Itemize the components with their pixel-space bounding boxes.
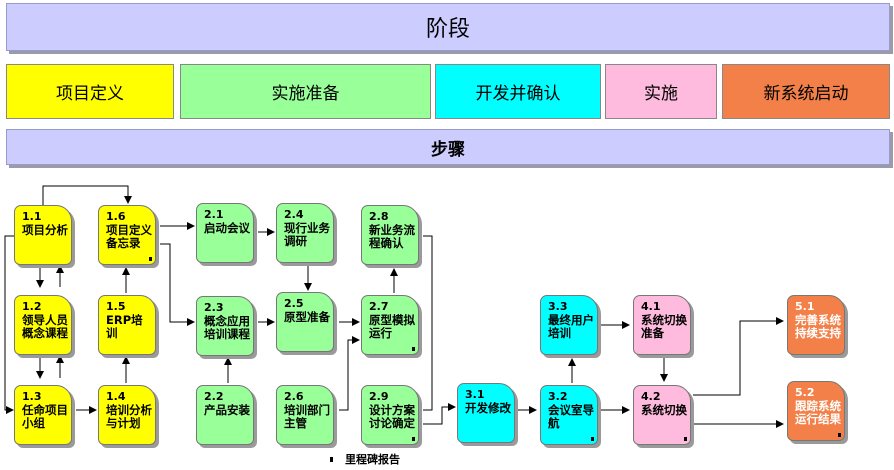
step-label: 领导人员概念课程: [22, 313, 68, 340]
step-number: 1.1: [22, 210, 42, 223]
step-number: 2.3: [204, 301, 224, 314]
step-label: 原型准备: [284, 310, 330, 324]
arrow-2-6-to-2-7: [339, 336, 360, 411]
step-number: 3.2: [548, 390, 568, 403]
milestone-marker-icon: [591, 437, 594, 441]
milestone-marker-icon: [838, 433, 841, 437]
step-number: 2.4: [284, 208, 304, 221]
arrow-2-9-to-3-1: [423, 403, 456, 425]
step-number: 1.6: [106, 210, 126, 223]
phase-header-label: 阶段: [425, 17, 470, 42]
step-label: 概念应用培训课程: [204, 314, 250, 341]
phase-header: 阶段: [6, 3, 890, 51]
step-number: 1.5: [106, 300, 126, 313]
step-number: 4.2: [641, 390, 661, 403]
step-number: 1.3: [22, 390, 42, 403]
step-number: 2.9: [369, 390, 389, 403]
step-label: 培训部门主管: [284, 403, 330, 430]
phase-label: 实施: [644, 84, 678, 104]
step-label: 任命项目小组: [22, 403, 68, 430]
step-label: 项目定义备忘录: [106, 223, 152, 250]
arrow-4-2-to-5-1: [693, 317, 784, 396]
step-number: 2.5: [284, 297, 304, 310]
step-label: 现行业务调研: [284, 221, 330, 248]
legend: 里程碑报告: [330, 451, 400, 467]
phase-label: 项目定义: [56, 84, 124, 104]
step-number: 2.8: [369, 210, 389, 223]
step-number: 2.7: [369, 300, 389, 313]
arrow-1-1-to-1-3: [4, 235, 14, 414]
step-number: 1.4: [106, 390, 126, 403]
step-number: 5.2: [795, 386, 815, 399]
step-label: 系统切换准备: [641, 313, 687, 340]
phase-implementation-prep: 实施准备: [180, 64, 431, 119]
step-label: 原型模拟运行: [369, 313, 415, 340]
milestone-marker-icon: [684, 437, 687, 441]
legend-label: 里程碑报告: [345, 453, 400, 466]
step-number: 5.1: [795, 300, 815, 313]
step-label: 最终用户培训: [548, 313, 594, 340]
step-number: 3.1: [465, 388, 485, 401]
step-number: 4.1: [641, 300, 661, 313]
step-label: 培训分析与计划: [106, 403, 152, 430]
arrow-1-6-to-2-3: [160, 243, 195, 326]
step-label: ERP培训: [106, 313, 143, 340]
step-number: 1.2: [22, 300, 42, 313]
milestone-marker-icon: [412, 437, 415, 441]
phase-label: 新系统启动: [763, 84, 849, 104]
step-label: 系统切换: [641, 403, 687, 417]
steps-header-label: 步骤: [431, 139, 465, 160]
milestone-marker-icon: [330, 456, 333, 462]
step-number: 2.1: [204, 208, 224, 221]
milestone-marker-icon: [412, 347, 415, 351]
step-label: 设计方案讨论确定: [369, 403, 415, 430]
step-number: 3.3: [548, 300, 568, 313]
phase-develop-confirm: 开发并确认: [435, 64, 601, 119]
step-label: 项目分析: [22, 223, 68, 237]
phase-label: 开发并确认: [475, 84, 561, 104]
arrow-2-8-to-2-9: [423, 235, 433, 411]
step-label: 会议室导航: [548, 403, 594, 430]
phase-go-live: 新系统启动: [722, 64, 890, 119]
step-label: 完善系统持续支持: [795, 313, 841, 340]
step-number: 2.2: [204, 390, 224, 403]
step-label: 启动会议: [204, 221, 250, 235]
step-number: 2.6: [284, 390, 304, 403]
phase-project-definition: 项目定义: [6, 64, 174, 119]
step-label: 新业务流程确认: [369, 223, 415, 250]
phase-label: 实施准备: [271, 84, 340, 104]
milestone-marker-icon: [149, 257, 152, 261]
step-label: 跟踪系统运行结果: [795, 399, 841, 426]
phase-implementation: 实施: [605, 64, 717, 119]
steps-header: 步骤: [6, 129, 890, 165]
arrow-1-1-to-1-6: [42, 185, 132, 205]
step-label: 开发修改: [465, 401, 511, 415]
step-label: 产品安装: [204, 403, 250, 417]
